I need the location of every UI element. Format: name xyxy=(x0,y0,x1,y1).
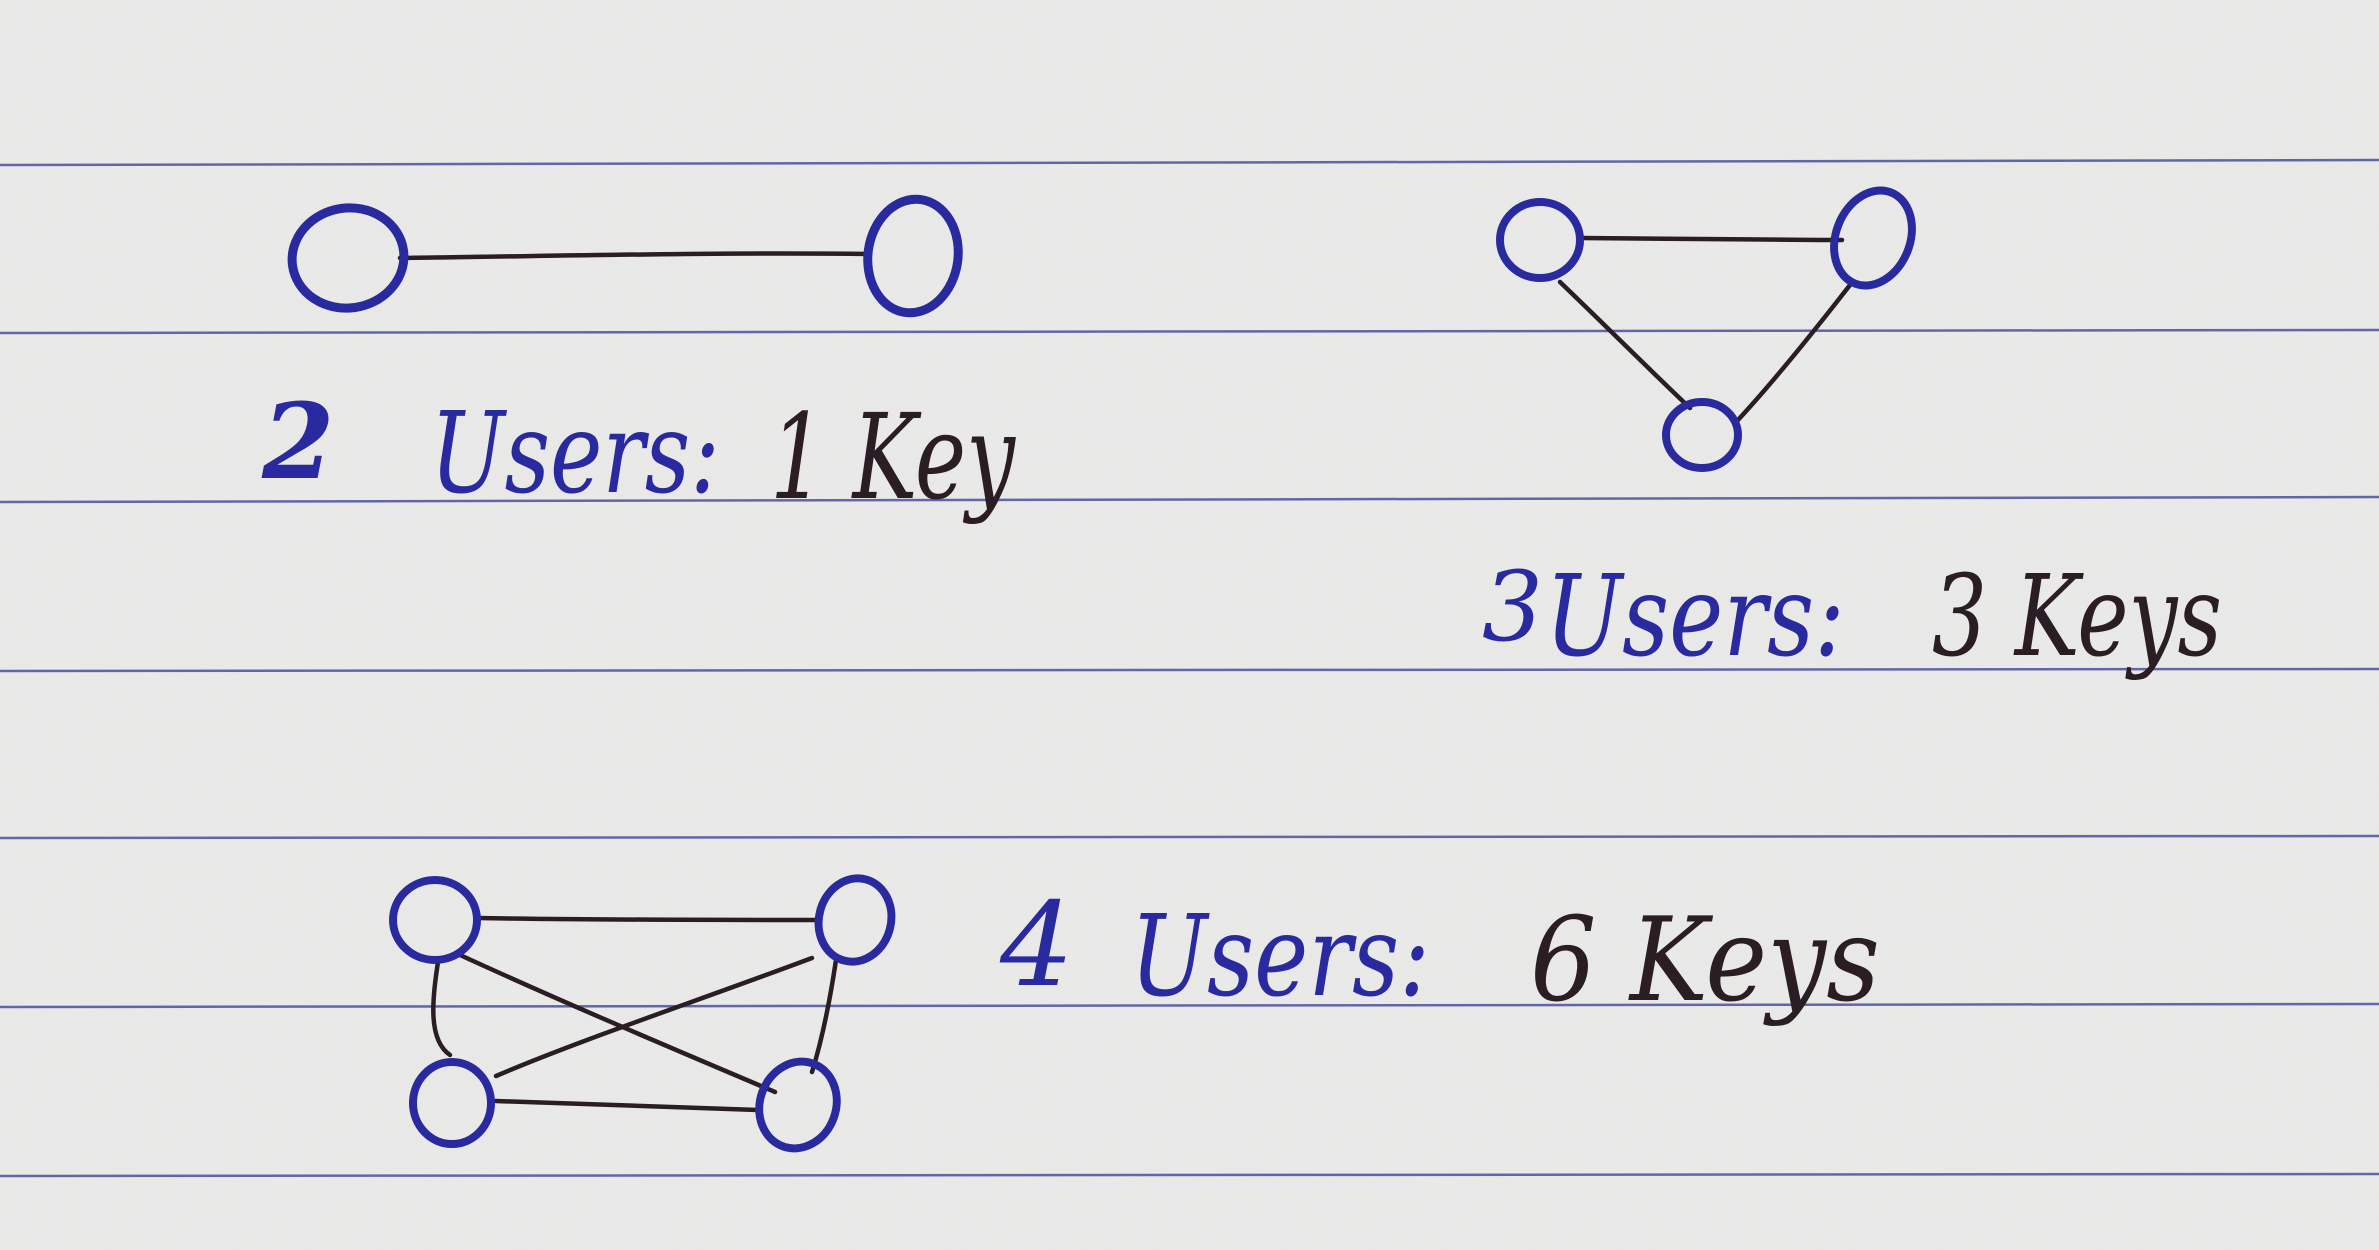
edge xyxy=(431,959,453,1058)
edge xyxy=(493,955,815,1079)
user-count: 4 xyxy=(999,878,1074,1013)
ruled-line xyxy=(0,834,2379,840)
nodes-4-users xyxy=(389,874,896,1153)
nodes-3-users xyxy=(1496,186,1916,472)
ruled-line xyxy=(0,158,2379,167)
diagram-3-users: 3 Users: 3 Keys xyxy=(1482,186,2222,682)
diagram-2-users: 2 Users: 1 Key xyxy=(261,194,1016,526)
user-node xyxy=(409,1058,495,1148)
key-count-text: 3 Keys xyxy=(1932,552,2222,682)
users-word: Users: xyxy=(1130,892,1430,1022)
diagram-4-users: 4 Users: 6 Keys xyxy=(389,874,1880,1153)
edge xyxy=(493,1098,761,1113)
ruled-line xyxy=(0,328,2379,335)
label-3-users: 3 Users: 3 Keys xyxy=(1482,551,2222,682)
edge xyxy=(397,251,873,261)
user-count: 2 xyxy=(261,380,334,503)
label-2-users: 2 Users: 1 Key xyxy=(261,380,1016,526)
edge xyxy=(1577,235,1845,243)
ruled-line xyxy=(0,495,2379,504)
user-node xyxy=(755,1057,841,1153)
edge xyxy=(475,915,821,923)
user-node xyxy=(814,874,896,966)
user-node xyxy=(1496,198,1584,282)
edge xyxy=(457,952,778,1095)
users-word: Users: xyxy=(430,389,720,519)
ruled-line xyxy=(0,1002,2379,1009)
key-count-text: 1 Key xyxy=(770,388,1016,526)
edge xyxy=(1735,282,1853,423)
ruled-lines xyxy=(0,158,2379,1178)
edge xyxy=(1557,279,1693,411)
user-node xyxy=(1830,186,1916,290)
key-count-text: 6 Keys xyxy=(1530,893,1880,1028)
edges-3-users xyxy=(1557,235,1853,423)
ruled-line xyxy=(0,1172,2379,1178)
nodes-2-users xyxy=(287,194,963,318)
user-node xyxy=(863,194,963,318)
edges-4-users xyxy=(431,915,839,1113)
user-node xyxy=(1662,398,1742,472)
edges-2-users xyxy=(397,251,873,261)
users-word: Users: xyxy=(1545,552,1845,682)
user-node xyxy=(287,203,409,313)
user-count: 3 xyxy=(1482,551,1543,663)
label-4-users: 4 Users: 6 Keys xyxy=(999,878,1880,1028)
ruled-line xyxy=(0,667,2379,673)
user-node xyxy=(389,876,481,964)
